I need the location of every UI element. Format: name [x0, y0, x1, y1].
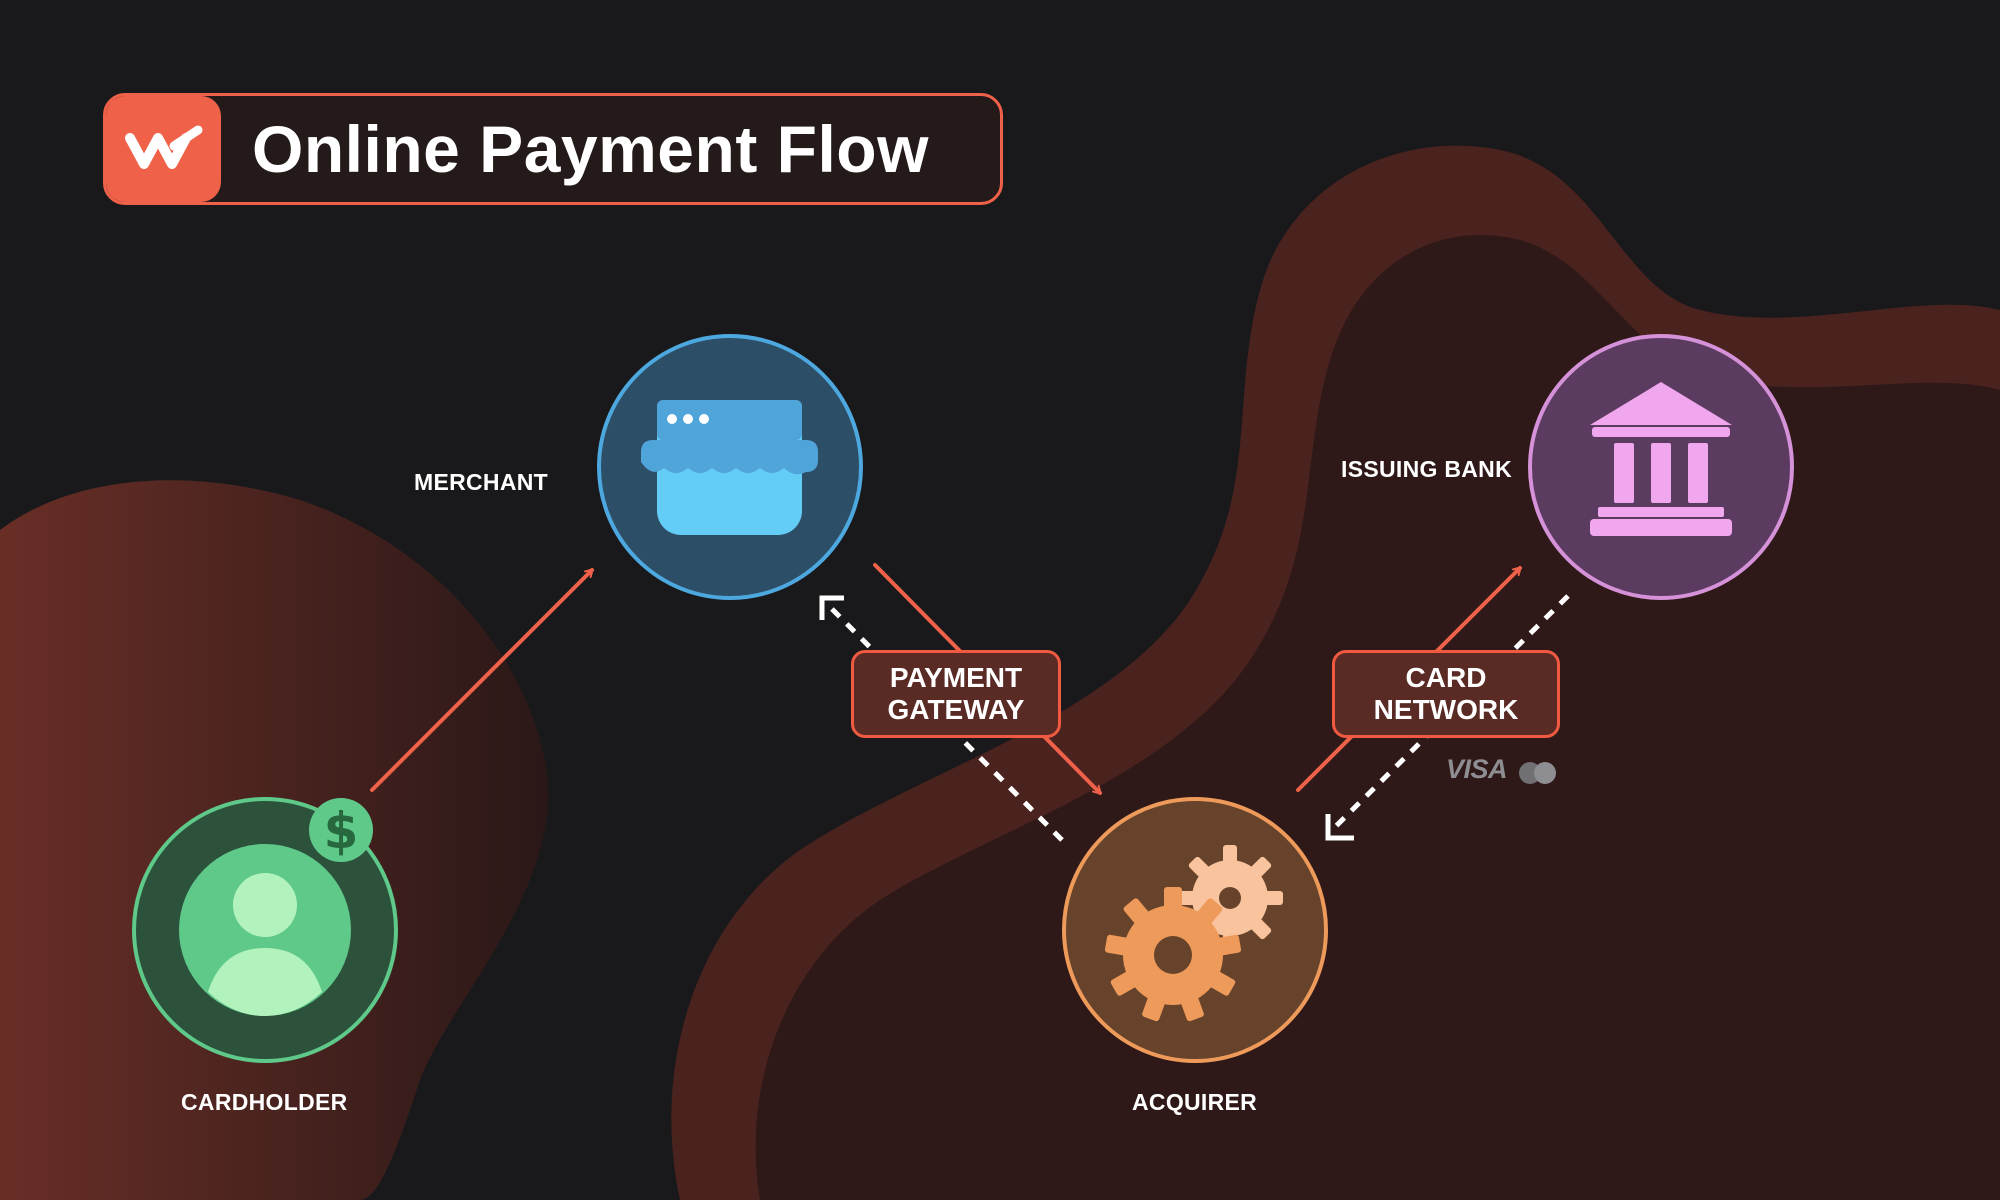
- payment-gateway-tag: PAYMENT GATEWAY: [851, 650, 1061, 738]
- mastercard-icon: [1519, 762, 1556, 784]
- visa-logo: VISA: [1446, 754, 1508, 784]
- page-title: Online Payment Flow: [252, 112, 929, 186]
- dashed-arrowhead-acquirer: [1325, 814, 1354, 841]
- dashed-arrow-issuer-to-acquirer: [1328, 594, 1570, 834]
- dashed-arrowhead-merchant: [819, 595, 844, 620]
- merchant-node: [597, 334, 863, 600]
- title-banner: Online Payment Flow: [103, 93, 1003, 205]
- arrow-cardholder-to-merchant: [370, 568, 594, 792]
- acquirer-node: [1062, 797, 1328, 1063]
- bank-icon: [1590, 382, 1732, 536]
- card-network-line1: CARD: [1405, 662, 1487, 693]
- brand-logo-icon: [106, 96, 221, 202]
- payment-gateway-line1: PAYMENT: [889, 662, 1023, 693]
- payment-gateway-line2: GATEWAY: [887, 694, 1025, 725]
- dollar-badge: $: [309, 798, 373, 862]
- dollar-icon: $: [324, 802, 359, 860]
- acquirer-label: ACQUIRER: [1132, 1089, 1258, 1115]
- card-network-line2: NETWORK: [1373, 694, 1519, 725]
- dashed-arrow-acquirer-to-merchant: [824, 601, 1064, 842]
- card-network-tag: CARD NETWORK: [1332, 650, 1560, 738]
- cardholder-node: $: [132, 797, 398, 1063]
- user-icon: [208, 873, 322, 1016]
- issuing-bank-node: [1528, 334, 1794, 600]
- cardholder-label: CARDHOLDER: [181, 1089, 348, 1115]
- merchant-label: MERCHANT: [414, 469, 548, 495]
- gears-icon: [1104, 845, 1283, 1022]
- storefront-icon: [641, 400, 818, 535]
- issuing-bank-label: ISSUING BANK: [1341, 456, 1513, 482]
